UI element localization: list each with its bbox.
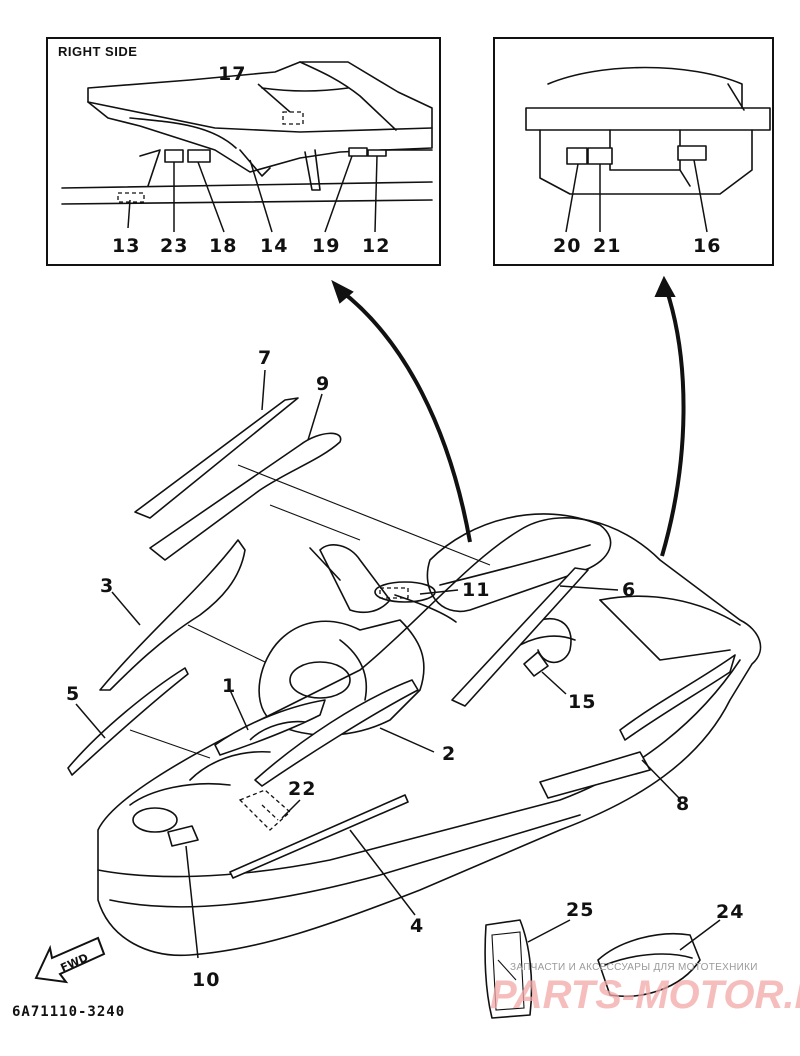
fwd-arrow-icon: FWD: [34, 936, 106, 984]
watermark-brand: PARTS-MOTOR.RU: [490, 973, 800, 1017]
callout-5: 5: [66, 683, 80, 705]
callout-13: 13: [112, 235, 140, 257]
panel-title-right-side: RIGHT SIDE: [58, 44, 137, 59]
rear-panel: 20 21 16: [493, 37, 774, 266]
watermark-tagline: ЗАПЧАСТИ И АКСЕССУАРЫ ДЛЯ МОТОТЕХНИКИ: [510, 962, 758, 973]
callout-14: 14: [260, 235, 288, 257]
right-side-panel: RIGHT SIDE 17 1: [46, 37, 441, 266]
callout-19: 19: [312, 235, 340, 257]
callout-8: 8: [676, 793, 690, 815]
watermark: ЗАПЧАСТИ И АКСЕССУАРЫ ДЛЯ МОТОТЕХНИКИ PA…: [490, 962, 800, 1017]
callout-23: 23: [160, 235, 188, 257]
callout-9: 9: [316, 373, 330, 395]
rear-hull-drawing: [525, 66, 771, 195]
callout-21: 21: [593, 235, 621, 257]
arrow-to-right-side: [331, 279, 472, 543]
callout-4: 4: [410, 915, 424, 937]
callout-20: 20: [553, 235, 581, 257]
callout-18: 18: [209, 235, 237, 257]
callout-3: 3: [100, 575, 114, 597]
callout-7: 7: [258, 347, 272, 369]
callout-24: 24: [716, 901, 744, 923]
callout-22: 22: [288, 778, 316, 800]
decal-shapes: [67, 397, 736, 1019]
callout-17: 17: [218, 63, 246, 85]
main-leaders: [75, 369, 721, 959]
callout-6: 6: [622, 579, 636, 601]
watercraft-main-drawing: [97, 513, 762, 957]
callout-16: 16: [693, 235, 721, 257]
callout-15: 15: [568, 691, 596, 713]
callout-12: 12: [362, 235, 390, 257]
callout-25: 25: [566, 899, 594, 921]
callout-11: 11: [462, 579, 490, 601]
callout-1: 1: [222, 675, 236, 697]
callout-2: 2: [442, 743, 456, 765]
callout-10: 10: [192, 969, 220, 991]
right-side-hull-drawing: [61, 61, 433, 205]
arrow-to-rear: [654, 275, 686, 557]
diagram-code: 6A71110-3240: [12, 1004, 125, 1020]
